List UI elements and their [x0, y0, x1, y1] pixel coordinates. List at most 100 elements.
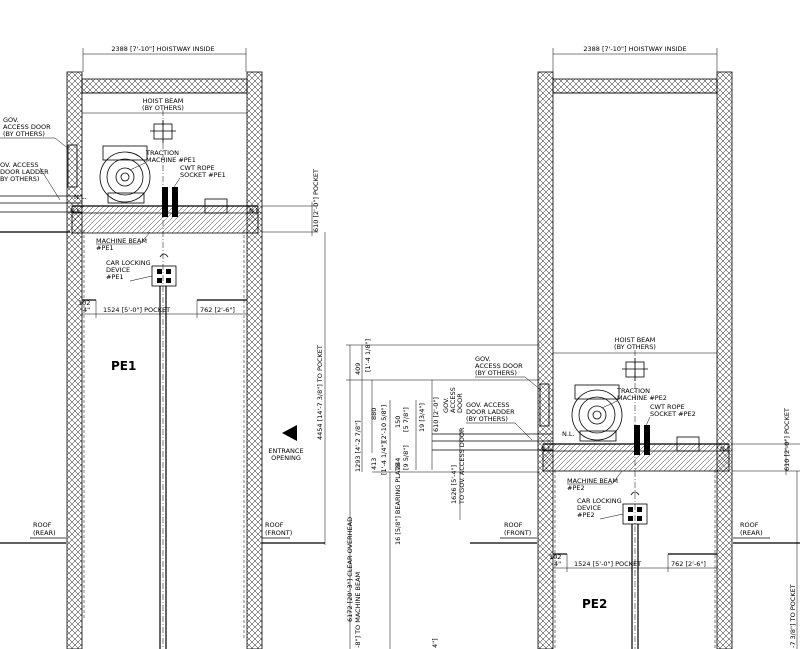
svg-text:16 [5/8"] BEARING PLATE: 16 [5/8"] BEARING PLATE [394, 463, 402, 545]
gov-access-door-pe1: GOV. ACCESS DOOR (BY OTHERS) OV. ACCESS … [0, 116, 82, 233]
svg-text:N.L.: N.L. [70, 207, 83, 215]
pocket-dimension-pe1: 610 [2'-0"] POCKET 4454 [14'-7 3/8"] TO … [262, 169, 326, 545]
svg-text:GOV. ACCESS: GOV. ACCESS [466, 401, 510, 409]
traction-machine-pe1: TRACTION MACHINE #PE1 CWT ROPE SOCKET #P… [74, 145, 228, 217]
car-locking-device-pe1: CAR LOCKING DEVICE #PE1 [106, 253, 177, 287]
hoist-beam-pe1: HOIST BEAM (BY OTHERS) [82, 97, 247, 143]
svg-text:[1'-4 1/8"]: [1'-4 1/8"] [364, 339, 372, 372]
svg-text:TRACTION: TRACTION [616, 387, 650, 395]
left-wall-pe2 [537, 71, 554, 649]
svg-text:1293 [4'-2 7/8"]: 1293 [4'-2 7/8"] [354, 420, 362, 472]
svg-text:(FRONT): (FRONT) [265, 529, 292, 537]
svg-text:-7 3/8"] TO POCKET: -7 3/8"] TO POCKET [789, 584, 797, 648]
svg-text:ACCESS: ACCESS [449, 387, 457, 413]
svg-text:MACHINE BEAM: MACHINE BEAM [96, 237, 147, 245]
svg-text:(FRONT): (FRONT) [504, 529, 531, 537]
svg-text:DOOR LADDER: DOOR LADDER [0, 168, 49, 176]
svg-text:(BY OTHERS): (BY OTHERS) [142, 104, 184, 112]
svg-text:[9 5/8"]: [9 5/8"] [402, 445, 410, 470]
svg-text:HOIST BEAM: HOIST BEAM [143, 97, 184, 105]
svg-text:102: 102 [549, 553, 561, 561]
gov-access-door-pe2: GOV. ACCESS DOOR (BY OTHERS) GOV. ACCESS… [432, 355, 553, 451]
svg-text:610 [2'-0"]: 610 [2'-0"] [432, 397, 440, 432]
view-pe1: 2388 [7'-10"] HOISTWAY INSIDE HOIST BEAM… [0, 45, 326, 649]
svg-text:ACCESS DOOR: ACCESS DOOR [475, 362, 523, 370]
svg-text:1524 [5'-0"] POCKET: 1524 [5'-0"] POCKET [574, 560, 641, 568]
svg-text:CAR LOCKING: CAR LOCKING [106, 259, 151, 267]
svg-text:4454 [14'-7 3/8"] TO POCKET: 4454 [14'-7 3/8"] TO POCKET [316, 345, 324, 440]
left-wall-pe1 [66, 71, 83, 649]
svg-text:(REAR): (REAR) [33, 529, 56, 537]
entrance-opening-pe1: ENTRANCE OPENING [268, 425, 304, 462]
hoistway-dimension-pe2: 2388 [7'-10"] HOISTWAY INSIDE [552, 45, 718, 72]
machine-beam-slab-pe2: N.L. N.L. MACHINE BEAM #PE2 [541, 443, 733, 492]
svg-text:(BY OTHERS): (BY OTHERS) [614, 343, 656, 351]
svg-text:ROOF: ROOF [504, 521, 523, 529]
svg-text:ROOF: ROOF [265, 521, 284, 529]
svg-text:#PE2: #PE2 [577, 511, 595, 519]
svg-text:SOCKET #PE2: SOCKET #PE2 [650, 410, 696, 418]
svg-text:MACHINE #PE1: MACHINE #PE1 [146, 156, 196, 164]
roof-slab-pe2 [552, 78, 718, 94]
svg-text:(REAR): (REAR) [740, 529, 763, 537]
svg-text:CWT ROPE: CWT ROPE [180, 164, 215, 172]
svg-text:N.L.: N.L. [562, 430, 575, 438]
svg-text:OPENING: OPENING [271, 454, 301, 462]
svg-text:244: 244 [394, 458, 402, 470]
svg-text:OV. ACCESS: OV. ACCESS [0, 161, 39, 169]
svg-text:N.L.: N.L. [541, 445, 554, 453]
car-label-pe1: PE1 [111, 359, 136, 373]
svg-text:#PE2: #PE2 [567, 484, 585, 492]
vertical-dimensions: 409 [1'-4 1/8"] 1293 [4'-2 7/8"] 880 [2'… [346, 339, 540, 649]
svg-text:-8"] TO MACHINE BEAM: -8"] TO MACHINE BEAM [354, 572, 362, 648]
svg-text:N.L.: N.L. [74, 193, 87, 201]
svg-text:MACHINE BEAM: MACHINE BEAM [567, 477, 618, 485]
svg-text:4"]: 4"] [431, 638, 439, 648]
svg-text:#PE1: #PE1 [106, 273, 124, 281]
roof-slab-pe1 [81, 78, 248, 94]
pocket-width-dimension-pe2: 102 4" 1524 [5'-0"] POCKET 762 [2'-6"] [549, 553, 717, 572]
svg-text:DOOR: DOOR [456, 393, 464, 413]
hoistway-width-label: 2388 [7'-10"] HOISTWAY INSIDE [111, 45, 214, 53]
svg-text:MACHINE #PE2: MACHINE #PE2 [617, 394, 667, 402]
roof-levels-pe1: ROOF (REAR) ROOF (FRONT) [0, 521, 325, 544]
svg-text:1626 [5'-4"]: 1626 [5'-4"] [450, 465, 458, 504]
svg-text:GOV.: GOV. [475, 355, 491, 363]
svg-text:762 [2'-6"]: 762 [2'-6"] [200, 306, 235, 314]
svg-text:BY OTHERS): BY OTHERS) [0, 175, 39, 183]
roof-levels-pe2: ROOF (FRONT) ROOF (REAR) [470, 521, 800, 544]
svg-text:[1'-4 1/4"]: [1'-4 1/4"] [380, 442, 388, 475]
svg-text:GOV.: GOV. [442, 397, 450, 413]
svg-text:ROOF: ROOF [740, 521, 759, 529]
svg-text:1524 [5'-0"] POCKET: 1524 [5'-0"] POCKET [103, 306, 170, 314]
view-pe2: 2388 [7'-10"] HOISTWAY INSIDE HOIST BEAM… [432, 45, 800, 649]
car-label-pe2: PE2 [582, 597, 607, 611]
svg-text:(BY OTHERS): (BY OTHERS) [3, 130, 45, 138]
svg-text:19 [3/4"]: 19 [3/4"] [418, 403, 426, 432]
svg-text:102: 102 [78, 299, 90, 307]
svg-text:TO GOV. ACCESS DOOR: TO GOV. ACCESS DOOR [458, 427, 466, 505]
right-wall-pe2 [716, 71, 733, 649]
svg-text:CAR LOCKING: CAR LOCKING [577, 497, 622, 505]
svg-text:150: 150 [394, 416, 402, 428]
svg-text:ROOF: ROOF [33, 521, 52, 529]
svg-text:[2'-10 5/8"]: [2'-10 5/8"] [380, 405, 388, 442]
svg-text:N.L.: N.L. [249, 207, 262, 215]
hoistway-dimension-pe1: 2388 [7'-10"] HOISTWAY INSIDE [82, 45, 247, 72]
svg-text:[5 7/8"]: [5 7/8"] [402, 407, 410, 432]
svg-text:409: 409 [354, 363, 362, 375]
svg-text:TRACTION: TRACTION [145, 149, 179, 157]
pocket-dimension-pe2: 610 [2'-0"] POCKET -7 3/8"] TO POCKET [732, 408, 800, 649]
svg-text:413: 413 [370, 458, 378, 470]
svg-text:ACCESS DOOR: ACCESS DOOR [3, 123, 51, 131]
svg-text:HOIST BEAM: HOIST BEAM [615, 336, 656, 344]
svg-text:4": 4" [554, 560, 561, 568]
svg-text:SOCKET #PE1: SOCKET #PE1 [180, 171, 226, 179]
traction-machine-pe2: TRACTION MACHINE #PE2 CWT ROPE SOCKET #P… [562, 384, 700, 455]
svg-text:6172 [20'-3"] CLEAR OVERHEAD: 6172 [20'-3"] CLEAR OVERHEAD [346, 517, 354, 622]
svg-text:DEVICE: DEVICE [106, 266, 130, 274]
hoistway-width-label: 2388 [7'-10"] HOISTWAY INSIDE [583, 45, 686, 53]
svg-text:4": 4" [83, 306, 90, 314]
svg-text:610 [2'-0"] POCKET: 610 [2'-0"] POCKET [783, 408, 791, 471]
svg-text:DEVICE: DEVICE [577, 504, 601, 512]
